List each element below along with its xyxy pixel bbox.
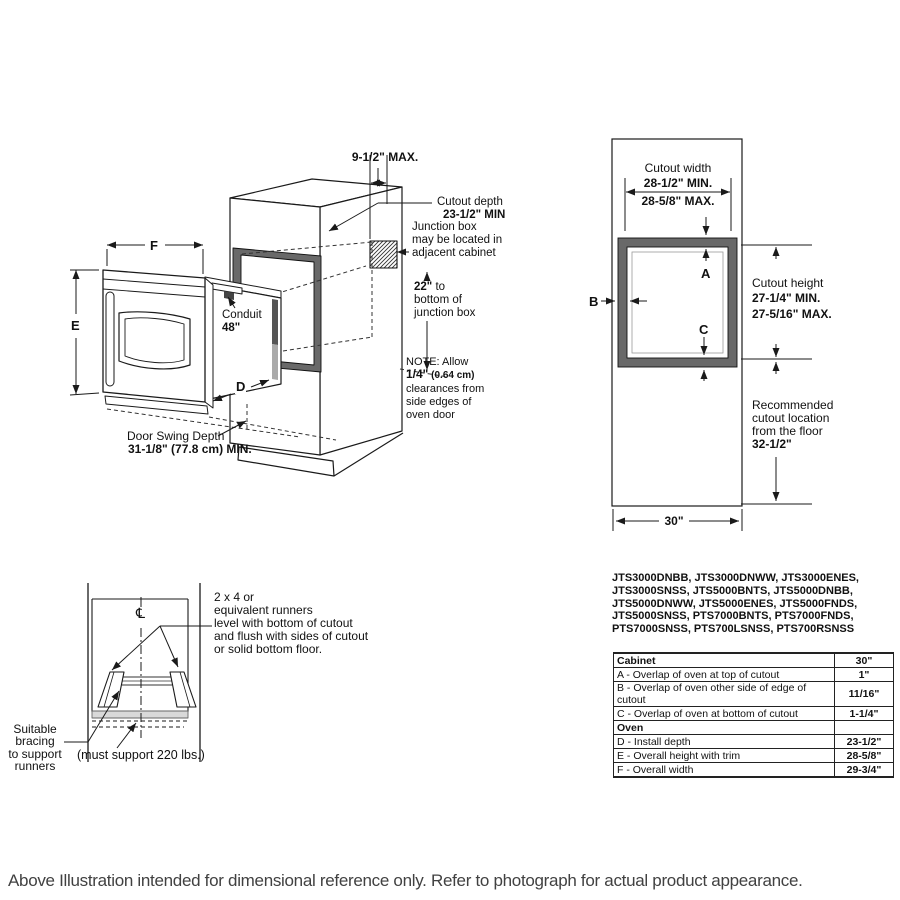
junction-box-hatched xyxy=(369,240,398,269)
label-junction-box-note: Junction box may be located in adjacent … xyxy=(412,221,503,259)
overlap-letter-c: C xyxy=(698,322,710,337)
table-row: D - Install depth 23-1/2" xyxy=(613,734,894,749)
spec-value: 11/16" xyxy=(834,681,894,707)
overlap-letter-a: A xyxy=(700,266,712,281)
label-22in-suffix: to xyxy=(432,281,446,293)
label-note-metric: (0.64 cm) xyxy=(428,370,475,381)
iso-cabinet xyxy=(229,178,404,477)
label-door-swing-value: 31-1/8" (77.8 cm) MIN. xyxy=(128,442,252,456)
label-note-header: NOTE: Allow xyxy=(406,356,469,368)
label-cutout-width-max: 28-5/8" MAX. xyxy=(641,194,715,208)
spec-label: E - Overall height with trim xyxy=(613,748,835,763)
centerline-symbol: ℄ xyxy=(136,606,145,622)
spec-label: C - Overlap of oven at bottom of cutout xyxy=(613,706,835,721)
spec-value: 30" xyxy=(834,652,894,668)
label-cutout-height-max: 27-5/16" MAX. xyxy=(752,307,832,321)
label-note-value: 1/4" (0.64 cm) xyxy=(406,368,475,382)
table-row: C - Overlap of oven at bottom of cutout … xyxy=(613,706,894,721)
dim-letter-d: D xyxy=(235,379,247,394)
dimension-spec-table: Cabinet 30" A - Overlap of oven at top o… xyxy=(613,652,894,778)
label-note-fraction: 1/4" xyxy=(406,367,429,381)
spec-value: 1" xyxy=(834,667,894,682)
spec-label: D - Install depth xyxy=(613,734,835,749)
model-number-list: JTS3000DNBB, JTS3000DNWW, JTS3000ENES, J… xyxy=(612,572,859,636)
table-row: Oven xyxy=(613,720,894,735)
spec-value: 1-1/4" xyxy=(834,706,894,721)
footer-disclaimer: Above Illustration intended for dimensio… xyxy=(8,871,803,890)
label-door-swing: Door Swing Depth xyxy=(127,429,225,443)
spec-value: 23-1/2" xyxy=(834,734,894,749)
runners-diagram xyxy=(64,583,212,762)
label-cutout-height: Cutout height xyxy=(752,276,824,290)
spec-label: A - Overlap of oven at top of cutout xyxy=(613,667,835,682)
spec-value xyxy=(834,720,894,735)
label-conduit: Conduit xyxy=(222,309,262,321)
spec-label: F - Overall width xyxy=(613,762,835,778)
table-row: B - Overlap of oven other side of edge o… xyxy=(613,681,894,707)
dim-letter-e: E xyxy=(70,318,81,333)
spec-value: 29-3/4" xyxy=(834,762,894,778)
label-cutout-depth-value: 23-1/2" MIN xyxy=(443,209,506,221)
label-cutout-width-min: 28-1/2" MIN. xyxy=(643,176,713,190)
dim-letter-f: F xyxy=(149,238,159,253)
label-recommended-value: 32-1/2" xyxy=(752,437,792,451)
iso-oven xyxy=(102,269,282,415)
spec-value: 28-5/8" xyxy=(834,748,894,763)
label-suitable-bracing: Suitable bracing to support runners xyxy=(8,722,62,773)
spec-label: Oven xyxy=(613,720,835,735)
label-cutout-height-min: 27-1/4" MIN. xyxy=(752,291,821,305)
label-cutout-width: Cutout width xyxy=(644,161,712,175)
label-22in: 22" to xyxy=(414,281,445,294)
table-row: E - Overall height with trim 28-5/8" xyxy=(613,748,894,763)
overlap-letter-b: B xyxy=(588,294,600,309)
label-22in-rest: bottom of junction box xyxy=(414,294,476,319)
spec-label: B - Overlap of oven other side of edge o… xyxy=(613,681,835,707)
label-conduit-value: 48" xyxy=(222,322,241,334)
table-row: F - Overall width 29-3/4" xyxy=(613,762,894,778)
table-row: A - Overlap of oven at top of cutout 1" xyxy=(613,667,894,682)
label-cutout-depth: Cutout depth xyxy=(437,196,503,208)
label-width-30: 30" xyxy=(660,515,688,528)
cutout-panel xyxy=(601,138,812,531)
table-row: Cabinet 30" xyxy=(613,652,894,668)
spec-label: Cabinet xyxy=(613,652,835,668)
iso-dimensions xyxy=(69,155,432,437)
label-top-clearance: 9-1/2" MAX. xyxy=(351,150,419,164)
label-recommended-location: Recommended cutout location from the flo… xyxy=(752,398,834,438)
label-must-support: (must support 220 lbs.) xyxy=(77,748,205,762)
label-runners-instructions: 2 x 4 or equivalent runners level with b… xyxy=(214,590,369,656)
label-note-rest: clearances from side edges of oven door xyxy=(406,383,485,421)
label-22in-value: 22" xyxy=(414,281,433,293)
